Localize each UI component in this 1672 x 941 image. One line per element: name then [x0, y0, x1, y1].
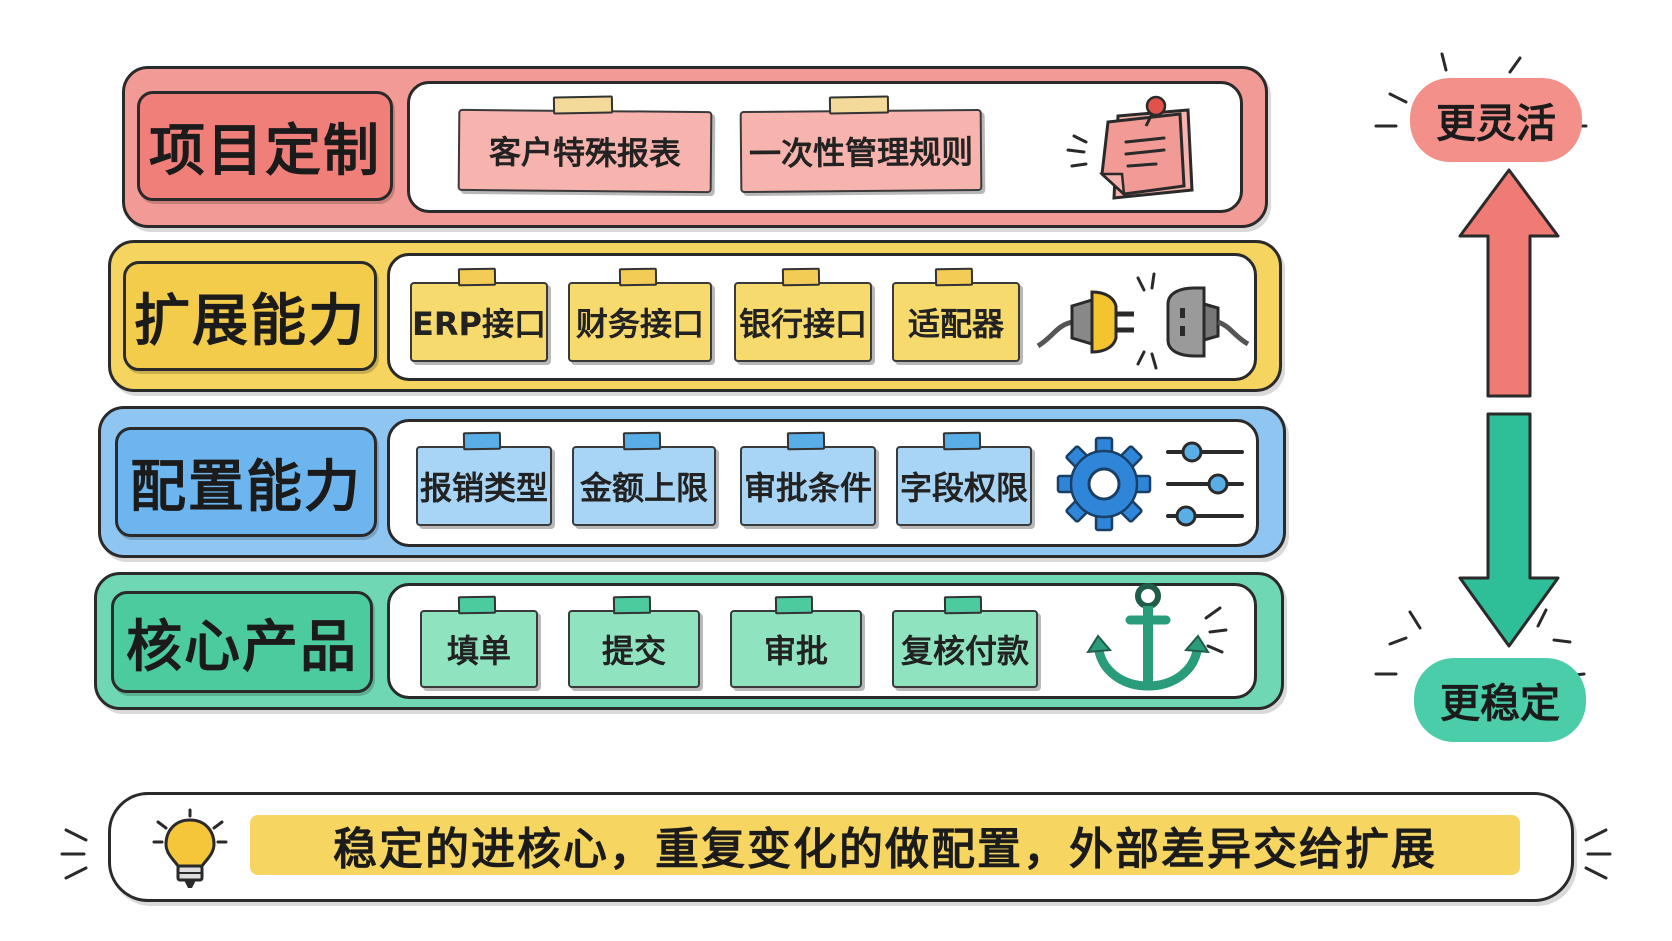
- layer-content-panel: 填单 提交 审批 复核付款: [387, 583, 1257, 699]
- layer-title: 项目定制: [137, 91, 393, 201]
- layer-title: 配置能力: [115, 427, 377, 537]
- side-label-more-stable: 更稳定: [1414, 658, 1586, 742]
- card-bank-interface: 银行接口: [734, 282, 872, 362]
- layer-core-product: 核心产品 填单 提交 审批 复核付款: [94, 572, 1284, 710]
- card-amount-limit: 金额上限: [572, 446, 716, 526]
- card-field-permission: 字段权限: [896, 446, 1032, 526]
- tip-text: 稳定的进核心，重复变化的做配置，外部差异交给扩展: [250, 815, 1520, 875]
- tape: [943, 595, 983, 615]
- card-approve: 审批: [730, 610, 862, 688]
- sticky-note-icon: [1066, 95, 1194, 200]
- tape: [786, 431, 826, 451]
- tape: [552, 95, 614, 115]
- tape: [462, 431, 502, 451]
- up-arrow-icon: [1458, 168, 1560, 398]
- tape: [781, 267, 821, 287]
- card-review-payment: 复核付款: [892, 610, 1038, 688]
- layer-title: 扩展能力: [123, 261, 377, 371]
- tape: [457, 267, 497, 287]
- card-adapter: 适配器: [892, 282, 1020, 362]
- tape: [618, 267, 658, 287]
- card-finance-interface: 财务接口: [568, 282, 712, 362]
- card-expense-type: 报销类型: [416, 446, 552, 526]
- tape: [942, 431, 982, 451]
- card-submit: 提交: [568, 610, 700, 688]
- layer-project-custom: 项目定制 客户特殊报表 一次性管理规则: [122, 66, 1268, 228]
- plug-icon: [1036, 272, 1250, 370]
- layer-content-panel: 报销类型 金额上限 审批条件 字段权限: [387, 419, 1259, 547]
- layer-content-panel: 客户特殊报表 一次性管理规则: [407, 81, 1243, 213]
- card-fill-form: 填单: [420, 610, 538, 688]
- gear-sliders-icon: [1056, 436, 1244, 532]
- layer-extension: 扩展能力 ERP接口 财务接口 银行接口 适配器: [108, 240, 1282, 392]
- layer-title: 核心产品: [111, 591, 373, 693]
- tape: [828, 95, 890, 115]
- tape: [457, 595, 497, 615]
- tape: [774, 595, 814, 615]
- down-arrow-icon: [1458, 412, 1560, 648]
- anchor-icon: [1086, 583, 1228, 691]
- card-one-time-rule: 一次性管理规则: [739, 108, 983, 194]
- tape: [622, 431, 662, 451]
- layer-content-panel: ERP接口 财务接口 银行接口 适配器: [387, 253, 1257, 381]
- card-erp-interface: ERP接口: [410, 282, 548, 362]
- tape: [612, 595, 652, 615]
- side-label-more-flexible: 更灵活: [1410, 78, 1582, 162]
- tape: [934, 267, 974, 287]
- lightbulb-icon: [152, 808, 228, 888]
- layer-configuration: 配置能力 报销类型 金额上限 审批条件 字段权限: [98, 406, 1286, 558]
- card-custom-report: 客户特殊报表: [457, 108, 713, 194]
- card-approval-condition: 审批条件: [740, 446, 876, 526]
- tip-sparkles: [60, 828, 1612, 880]
